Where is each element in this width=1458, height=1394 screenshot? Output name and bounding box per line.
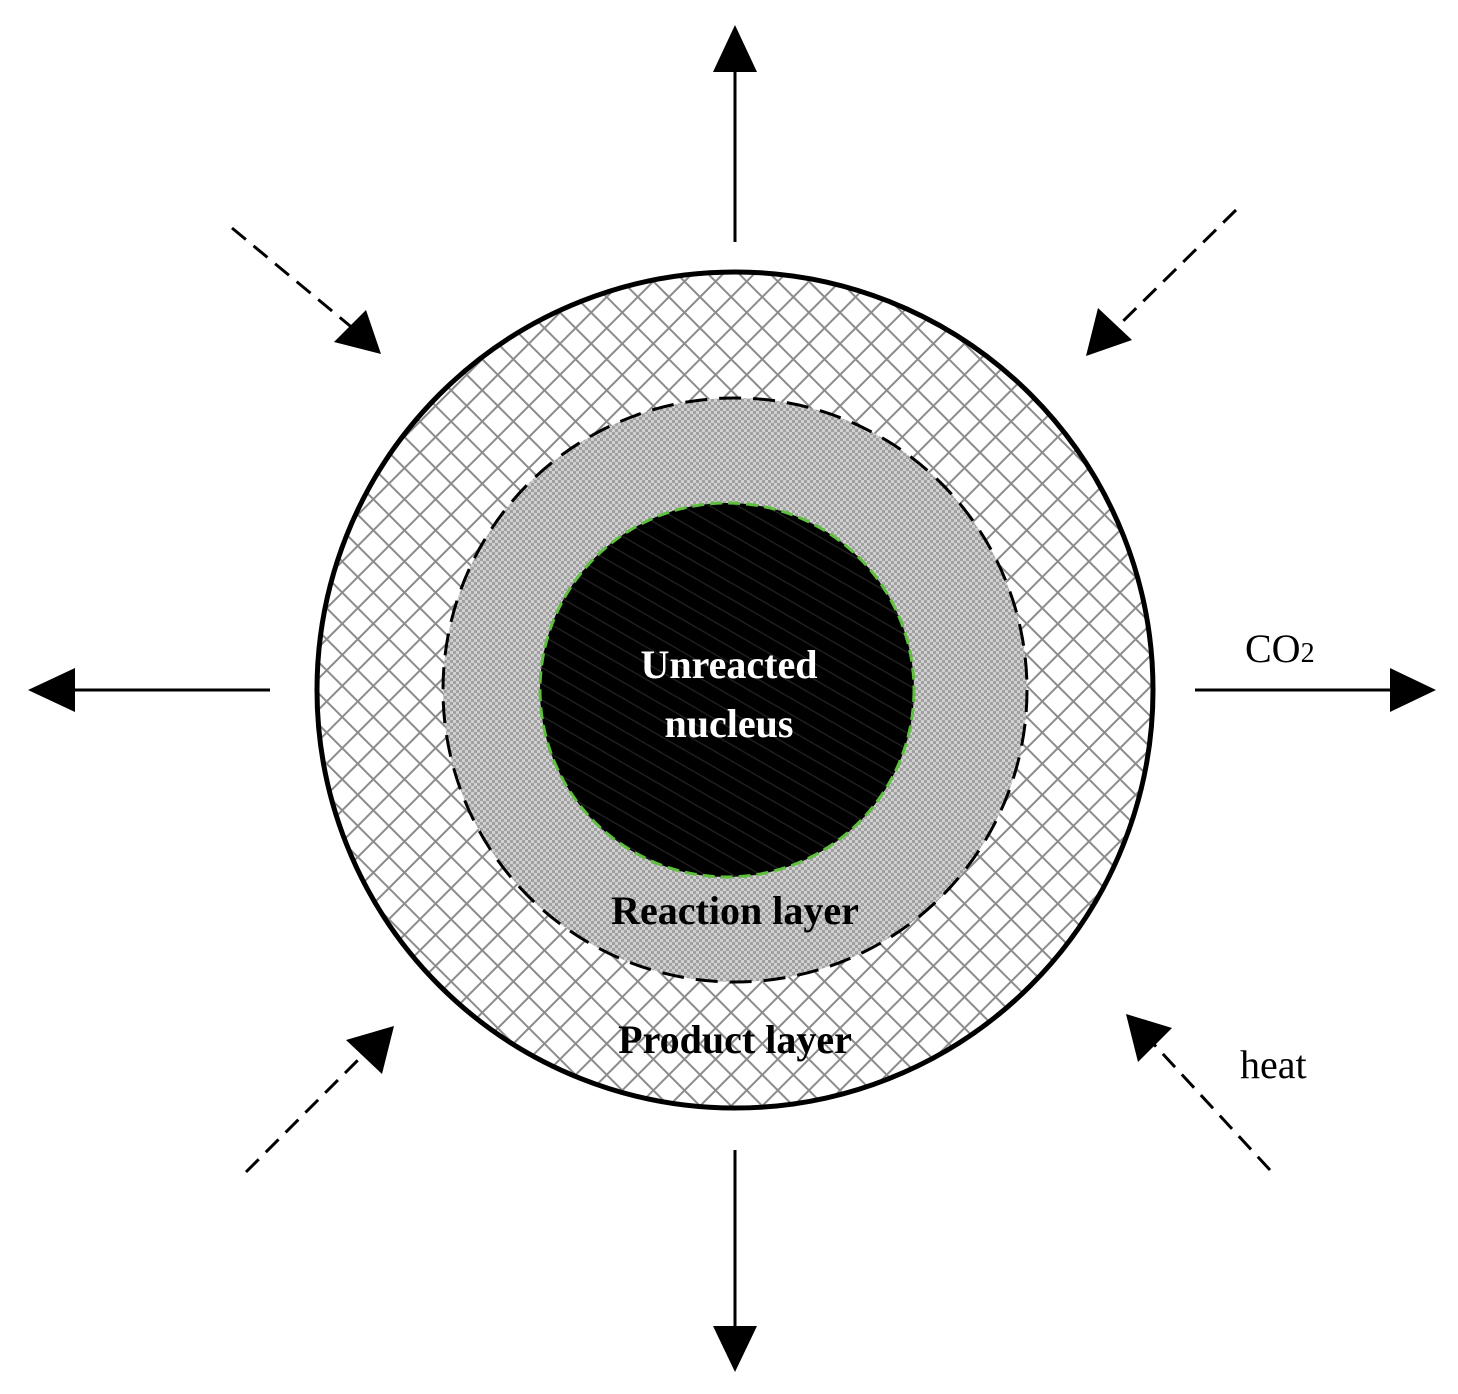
outward-arrows: [28, 25, 1436, 1372]
reaction-layer-label: Reaction layer: [611, 888, 859, 933]
arrow-in-bottom-right-head: [1126, 1014, 1172, 1062]
particle: [314, 269, 1156, 1111]
arrow-in-bottom-right: [1148, 1038, 1272, 1172]
inward-arrow-heads: [334, 308, 1172, 1074]
core-label-line2: nucleus: [665, 701, 794, 746]
unreacted-core: [538, 501, 916, 879]
arrow-in-top-right-head: [1086, 308, 1132, 356]
inward-arrows: [231, 208, 1272, 1174]
arrow-down-head: [713, 1326, 757, 1372]
arrow-in-bottom-left: [244, 1050, 368, 1174]
arrow-in-bottom-left-head: [346, 1026, 394, 1074]
arrow-in-top-left: [231, 226, 356, 332]
heat-label: heat: [1240, 1042, 1307, 1087]
arrow-left-head: [28, 668, 75, 712]
core-label-line1: Unreacted: [641, 642, 818, 687]
arrow-in-top-right: [1110, 208, 1238, 334]
product-layer-label: Product layer: [618, 1017, 852, 1062]
arrow-right-head: [1390, 668, 1436, 712]
co2-label: CO2: [1245, 626, 1315, 671]
arrow-in-top-left-head: [334, 310, 381, 354]
arrow-up-head: [713, 25, 757, 72]
reaction-front-boundary: [441, 396, 1029, 984]
